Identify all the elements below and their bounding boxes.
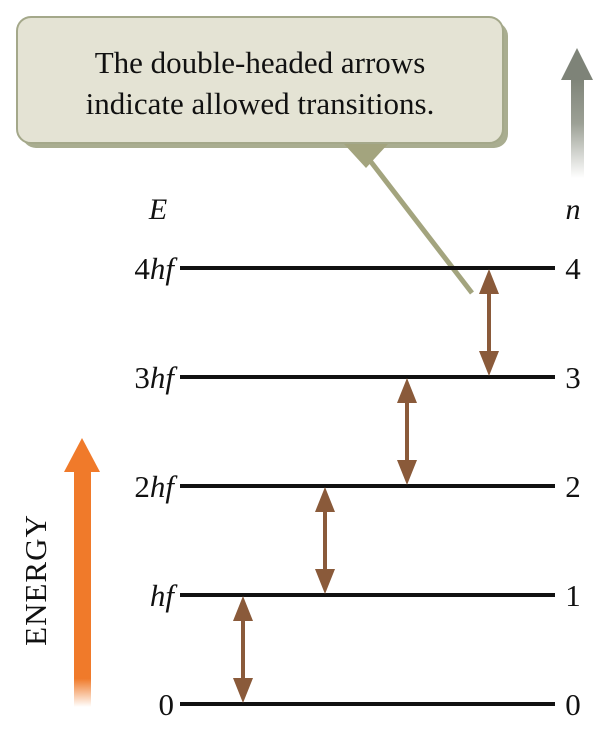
- transition-arrow-3-4: [479, 269, 499, 376]
- callout-line-2: indicate allowed transitions.: [86, 86, 435, 121]
- callout-box: [16, 16, 504, 144]
- energy-label-2: 2hf: [134, 469, 178, 504]
- energy-label-4: 4hf: [134, 251, 178, 286]
- n-label-1: 1: [565, 578, 581, 613]
- callout-tail: [344, 144, 388, 168]
- n-direction-arrow: [561, 48, 593, 178]
- callout-pointer: [366, 156, 474, 295]
- transition-arrow-1-2: [315, 487, 335, 594]
- energy-axis-header: E: [148, 193, 167, 226]
- callout: The double-headed arrows indicate allowe…: [16, 16, 508, 168]
- n-label-0: 0: [565, 687, 581, 722]
- energy-label-1: hf: [150, 578, 179, 613]
- n-label-2: 2: [565, 469, 581, 504]
- n-label-4: 4: [565, 251, 581, 286]
- transition-arrow-2-3: [397, 378, 417, 485]
- callout-line-1: The double-headed arrows: [95, 45, 426, 80]
- n-axis-header: n: [566, 193, 581, 226]
- n-label-3: 3: [565, 360, 581, 395]
- energy-label-0: 0: [159, 687, 175, 722]
- energy-side-label: ENERGY: [18, 514, 53, 646]
- transition-arrow-0-1: [233, 596, 253, 703]
- energy-direction-arrow: [64, 438, 100, 707]
- levels: 0 0 hf 1 2hf 2 3hf 3 4hf 4: [134, 251, 581, 722]
- transitions: [233, 269, 499, 703]
- energy-label-3: 3hf: [134, 360, 178, 395]
